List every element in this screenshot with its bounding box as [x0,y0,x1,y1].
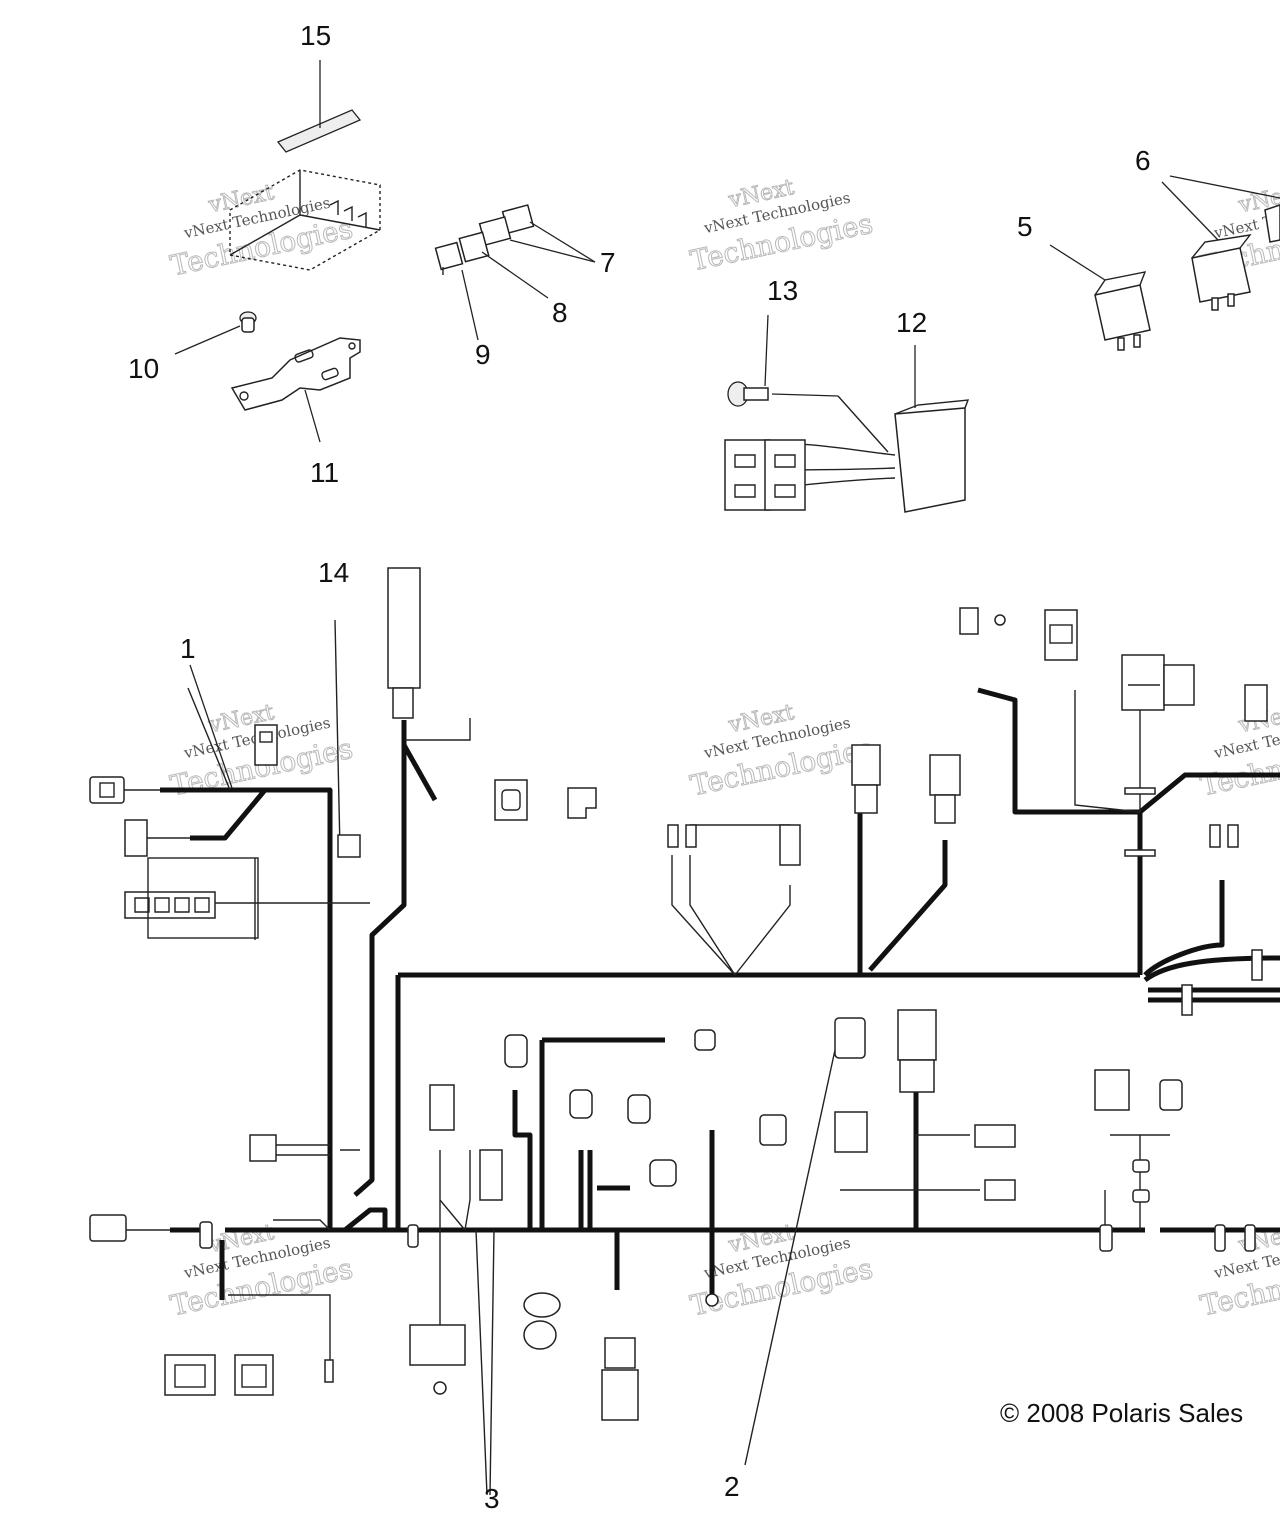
connector [851,744,881,814]
connector [479,1149,503,1201]
watermark: vNext Technologies vNext Technologies [687,700,876,803]
connector [164,1354,216,1396]
callout-14: 14 [318,557,349,588]
connector [834,1111,868,1153]
connector [199,1221,213,1249]
connector [1044,609,1078,661]
copyright-notice: © 2008 Polaris Sales [1000,1398,1244,1428]
part-6-relay [1161,175,1280,311]
connector [89,1214,170,1242]
connector [569,1089,593,1119]
connector [779,824,801,866]
part-10-push-rivet [174,311,257,355]
connector [387,567,421,719]
connector [897,1009,937,1093]
part-13-bolt [727,314,839,407]
connector [1209,824,1239,848]
connector [649,1159,677,1187]
connector [984,1179,1016,1201]
connector [567,787,597,819]
connector [324,1359,334,1383]
connector [959,607,1006,635]
fuse-block [124,857,259,939]
part-fuses [434,204,596,341]
callout-3: 3 [484,1483,500,1514]
callout-15: 15 [300,20,331,51]
fuse-9 [434,241,479,341]
part-12-module [724,345,970,513]
fuse-box [229,169,381,271]
connector [1121,654,1195,711]
connector [1099,1224,1113,1252]
callout-1: 1 [180,633,196,664]
part-15-label-decal [276,60,362,153]
connector [1124,787,1156,857]
connector [1214,1224,1256,1252]
connector [1094,1069,1130,1111]
connector [759,1114,787,1146]
connector [494,779,528,821]
watermark: vNext Technologies vNext Technologies [167,1220,356,1323]
callout-11: 11 [310,457,339,488]
connector [429,1084,455,1131]
connector [627,1094,651,1124]
harness-connectors [89,567,1268,1421]
watermark: vNext Technologies vNext Technologies [687,1220,876,1323]
callout-7: 7 [600,247,616,278]
connector [834,1017,866,1059]
connector [254,724,278,766]
connector [504,1034,528,1068]
connector [929,754,961,824]
connector [1181,949,1263,1016]
connector [407,1224,419,1248]
connector [523,1292,561,1350]
connector [337,834,361,858]
connector [1159,1079,1183,1111]
connector [974,1124,1016,1148]
connector [694,1029,716,1051]
connector [249,1134,277,1162]
fuse-7 [478,204,596,263]
callout-9: 9 [475,339,491,370]
connector [1132,1159,1150,1203]
callout-8: 8 [552,297,568,328]
connector [601,1337,639,1421]
callout-5: 5 [1017,211,1033,242]
watermark: vNext Technologies vNext Technologies [687,175,876,278]
callout-6: 6 [1135,145,1151,176]
connector [409,1324,466,1395]
connector [705,1293,719,1307]
part-5-relay [1049,244,1151,351]
callout-13: 13 [767,275,798,306]
connector [667,824,697,848]
connector [89,776,160,804]
part-11-bracket [230,337,361,443]
callout-2: 2 [724,1471,740,1502]
callout-labels: 15 7 8 9 10 11 13 12 5 6 14 1 2 3 [128,20,1151,1514]
fuse-8 [458,231,549,299]
watermark: vNext Technologies vNext Technologies [167,180,356,283]
callout-leaders [189,664,233,789]
callout-12: 12 [896,307,927,338]
watermark: vNext Technologies vNext Technologies [1197,1220,1280,1323]
connector [1244,684,1268,722]
callout-10: 10 [128,353,159,384]
connector [234,1354,274,1396]
connector [124,819,190,857]
